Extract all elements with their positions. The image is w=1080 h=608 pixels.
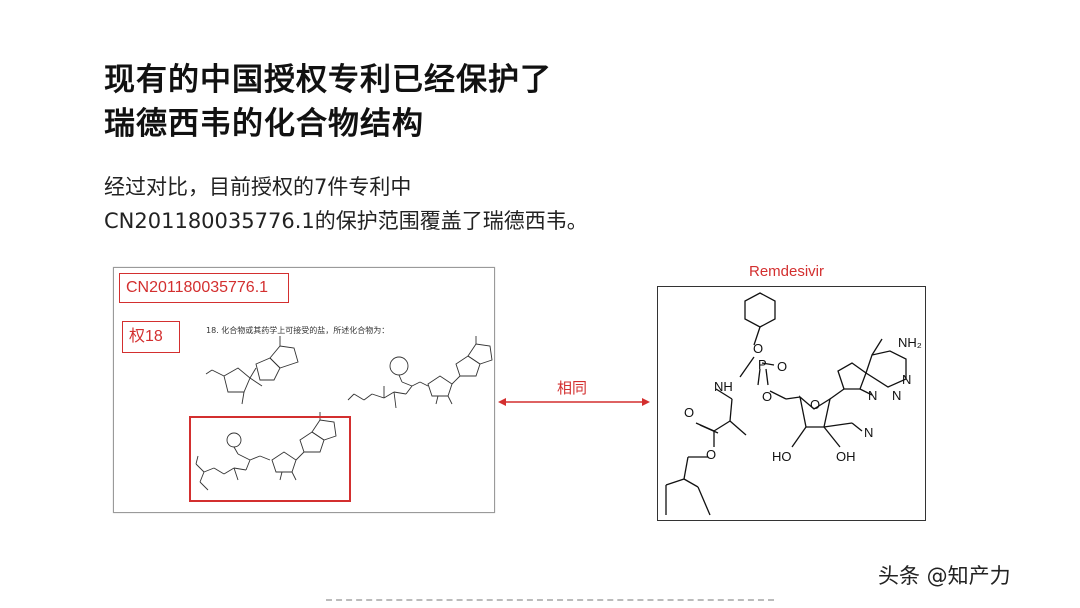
atom-oh: OH <box>836 449 856 464</box>
atom-p: P <box>758 357 767 372</box>
patent-structure-drawings <box>195 336 493 491</box>
highlighted-structure-box <box>189 416 351 502</box>
comparison-arrow: 相同 <box>496 372 652 412</box>
atom-n-3: N <box>868 388 877 403</box>
atom-ho: HO <box>772 449 792 464</box>
atom-o-ester: O <box>762 389 772 404</box>
slide-subtitle: 经过对比，目前授权的7件专利中 CN201180035776.1的保护范围覆盖了… <box>104 170 588 238</box>
slide-title-line-2: 瑞德西韦的化合物结构 <box>104 106 424 142</box>
atom-o-carbonyl: O <box>684 405 694 420</box>
watermark: 头条 @知产力 <box>878 564 1011 588</box>
patent-number-label: CN201180035776.1 <box>119 273 289 303</box>
atom-o-double: O <box>777 359 787 374</box>
remdesivir-label: Remdesivir <box>749 263 825 280</box>
atom-o-phenoxy: O <box>753 341 763 356</box>
atom-nh: NH <box>714 379 733 394</box>
atom-nh2: NH₂ <box>898 335 922 350</box>
claim-label: 权18 <box>122 321 180 353</box>
patent-document-panel: CN201180035776.1 权18 18. 化合物或其药学上可接受的盐，所… <box>113 267 495 513</box>
atom-n-1: N <box>902 372 911 387</box>
structure-prodrug-highlighted <box>195 412 337 491</box>
subtitle-line-1: 经过对比，目前授权的7件专利中 <box>104 175 412 199</box>
subtitle-line-2: CN201180035776.1的保护范围覆盖了瑞德西韦。 <box>104 209 588 233</box>
structure-prodrug-upper <box>347 336 493 409</box>
atom-o-alkyl: O <box>706 447 716 462</box>
footer-dashed-divider <box>326 599 774 601</box>
double-arrow-icon <box>498 398 650 406</box>
remdesivir-structure: NH₂ N N N O O P NH O O O O HO OH N <box>665 292 922 516</box>
claim-text: 18. 化合物或其药学上可接受的盐，所述化合物为： <box>206 326 390 335</box>
remdesivir-structure-panel: NH₂ N N N O O P NH O O O O HO OH N <box>657 286 926 521</box>
atom-n-nitrile: N <box>864 425 873 440</box>
slide-title-line-1: 现有的中国授权专利已经保护了 <box>104 62 552 98</box>
same-label: 相同 <box>557 379 588 397</box>
slide-title: 现有的中国授权专利已经保护了 瑞德西韦的化合物结构 <box>104 58 552 146</box>
structure-nucleoside <box>205 336 299 405</box>
atom-o-ring: O <box>810 397 820 412</box>
atom-n-2: N <box>892 388 901 403</box>
